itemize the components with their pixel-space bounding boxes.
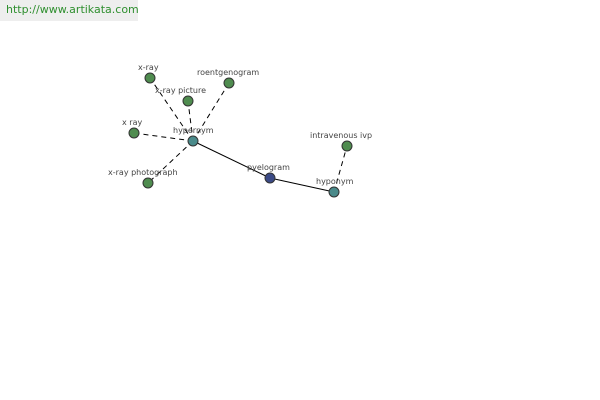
edge-hyponym-intravenous-ivp	[333, 145, 348, 193]
node-xray[interactable]	[144, 72, 156, 84]
edge-hypernym-xray-picture	[187, 100, 194, 142]
node-roentgenogram[interactable]	[223, 77, 235, 89]
label-roentgenogram[interactable]: roentgenogram	[197, 68, 259, 77]
node-pyelogram[interactable]	[264, 172, 276, 184]
edge-hypernym-pyelogram	[192, 140, 271, 179]
node-hypernym[interactable]	[187, 135, 199, 147]
edge-hypernym-x-ray	[133, 132, 194, 142]
label-xray[interactable]: x-ray	[138, 63, 159, 72]
node-xray-photograph[interactable]	[142, 177, 154, 189]
edge-hypernym-xray	[149, 77, 194, 142]
edge-hypernym-xray-photograph	[147, 140, 194, 184]
graph-edges	[133, 77, 348, 193]
label-x-ray[interactable]: x ray	[122, 118, 142, 127]
site-url-link[interactable]: http://www.artikata.com	[0, 0, 139, 21]
label-hypernym[interactable]: hypernym	[173, 126, 214, 135]
node-xray-picture[interactable]	[182, 95, 194, 107]
node-hyponym[interactable]	[328, 186, 340, 198]
graph-labels: x-ray roentgenogram x-ray picture x ray …	[108, 63, 372, 186]
label-xray-photograph[interactable]: x-ray photograph	[108, 168, 178, 177]
label-xray-picture[interactable]: x-ray picture	[155, 86, 206, 95]
label-intravenous-ivp[interactable]: intravenous ivp	[310, 131, 372, 140]
edge-hypernym-roentgenogram	[192, 82, 230, 142]
edge-pyelogram-hyponym	[269, 177, 335, 193]
node-intravenous-ivp[interactable]	[341, 140, 353, 152]
label-pyelogram[interactable]: pyelogram	[247, 163, 290, 172]
node-x-ray[interactable]	[128, 127, 140, 139]
label-hyponym[interactable]: hyponym	[316, 177, 354, 186]
graph-nodes	[128, 72, 353, 198]
